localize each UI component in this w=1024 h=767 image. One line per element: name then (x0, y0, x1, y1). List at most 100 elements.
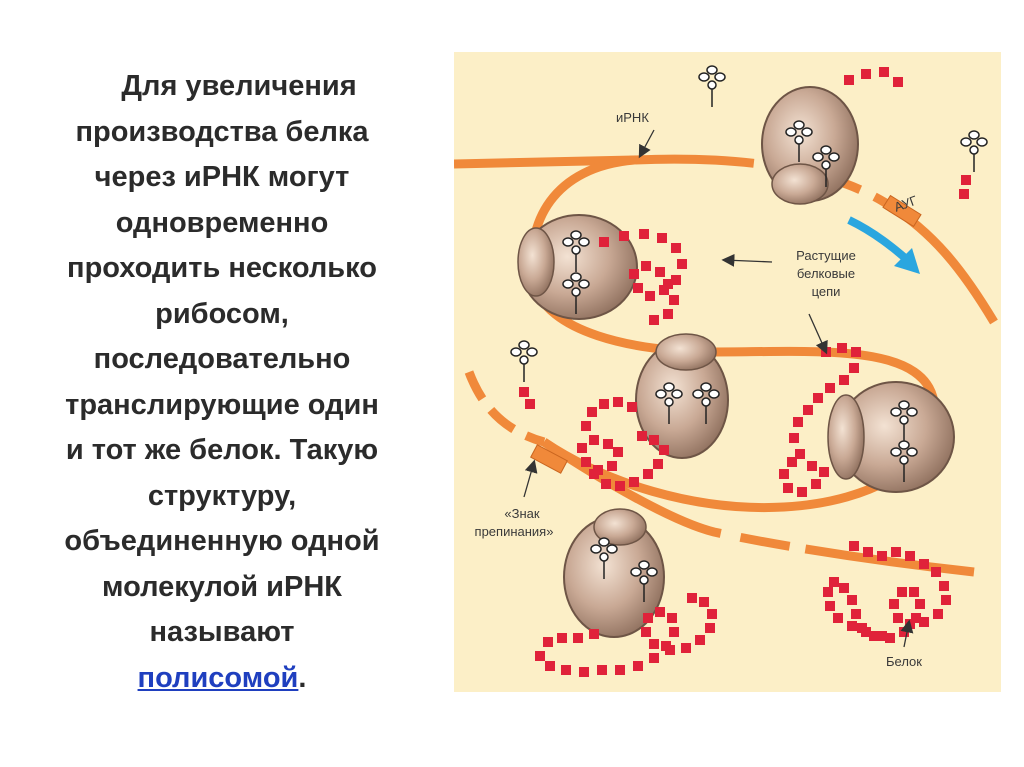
amino-acid-bead (915, 599, 925, 609)
amino-acid-bead (601, 479, 611, 489)
amino-acid-bead (657, 233, 667, 243)
ribosome (827, 381, 955, 493)
trna-icon (510, 340, 538, 382)
amino-acid-bead (893, 613, 903, 623)
amino-acid-bead (811, 479, 821, 489)
text-period: . (298, 661, 307, 694)
amino-acid-bead (793, 417, 803, 427)
growing-chains-label-2: белковые (797, 266, 855, 281)
amino-acid-bead (659, 285, 669, 295)
text-line: называют (149, 616, 295, 648)
amino-acid-bead (844, 75, 854, 85)
text-line: и тот же белок. Такую (65, 434, 379, 466)
amino-acid-bead (861, 627, 871, 637)
amino-acid-bead (671, 275, 681, 285)
protein-label: Белок (886, 654, 922, 669)
amino-acid-bead (589, 435, 599, 445)
amino-acid-bead (665, 645, 675, 655)
amino-acid-bead (789, 433, 799, 443)
trna-icon (698, 65, 726, 107)
amino-acid-bead (543, 637, 553, 647)
amino-acid-bead (545, 661, 555, 671)
amino-acid-bead (847, 595, 857, 605)
amino-acid-bead (861, 69, 871, 79)
amino-acid-bead (619, 231, 629, 241)
growing-chains-label-3: цепи (812, 284, 841, 299)
amino-acid-bead (629, 477, 639, 487)
amino-acid-bead (663, 279, 673, 289)
amino-acid-bead (695, 635, 705, 645)
amino-acid-bead (889, 599, 899, 609)
trna-icon (960, 130, 988, 172)
text-line: Для увеличения (121, 70, 357, 102)
polysome-illustration: иРНК АУГ Растущие белковые цепи «Знак пр… (454, 65, 998, 677)
amino-acid-bead (891, 547, 901, 557)
amino-acid-bead (819, 467, 829, 477)
amino-acid-bead (519, 387, 529, 397)
stop-codon-marker (530, 444, 568, 474)
amino-acid-bead (849, 541, 859, 551)
amino-acid-bead (645, 291, 655, 301)
trna-icon (812, 145, 840, 187)
amino-acid-bead (649, 639, 659, 649)
amino-acid-bead (667, 613, 677, 623)
amino-acid-bead (705, 623, 715, 633)
amino-acid-bead (597, 665, 607, 675)
amino-acid-bead (637, 431, 647, 441)
amino-acid-bead (939, 581, 949, 591)
amino-acid-bead (649, 653, 659, 663)
ribosome (761, 86, 859, 205)
direction-arrow (847, 216, 915, 267)
amino-acid-bead (851, 609, 861, 619)
ribosome (563, 508, 665, 638)
direction-arrow-head (894, 248, 920, 274)
amino-acid-bead (863, 547, 873, 557)
amino-acid-bead (589, 629, 599, 639)
amino-acid-bead (803, 405, 813, 415)
text-line: рибосом, (155, 297, 289, 330)
mrna-strand (464, 370, 546, 447)
start-codon-marker (882, 194, 922, 228)
trna-group (510, 65, 988, 602)
amino-acid-bead (833, 613, 843, 623)
amino-acid-bead (587, 407, 597, 417)
amino-acid-bead (655, 267, 665, 277)
amino-acid-bead (931, 567, 941, 577)
amino-acid-bead (641, 627, 651, 637)
description-text: Для увеличения производства белка через … (22, 64, 422, 701)
text-line: через иРНК могут (94, 161, 350, 193)
amino-acid-bead (653, 459, 663, 469)
amino-acid-bead (643, 613, 653, 623)
amino-acid-bead (639, 229, 649, 239)
amino-acid-bead (813, 393, 823, 403)
amino-acid-bead (795, 449, 805, 459)
amino-acid-bead (633, 283, 643, 293)
amino-acid-bead (919, 559, 929, 569)
amino-acid-bead (919, 617, 929, 627)
amino-acid-bead (877, 551, 887, 561)
amino-acid-bead (687, 593, 697, 603)
amino-acid-bead (613, 397, 623, 407)
amino-acid-bead (561, 665, 571, 675)
amino-acid-bead (779, 469, 789, 479)
amino-acid-bead (823, 587, 833, 597)
amino-acid-bead (783, 483, 793, 493)
polysome-link[interactable]: полисомой (137, 661, 299, 694)
amino-acid-bead (933, 609, 943, 619)
amino-acid-bead (959, 189, 969, 199)
amino-acid-bead (603, 439, 613, 449)
trna-icon (562, 230, 590, 272)
polysome-diagram: иРНК АУГ Растущие белковые цепи «Знак пр… (454, 52, 1001, 692)
text-line: транслирующие один (65, 388, 379, 421)
trna-icon (785, 120, 813, 162)
amino-acid-bead (535, 651, 545, 661)
mrna-strand (454, 154, 998, 325)
text-line: производства белка (75, 115, 369, 148)
amino-acid-bead (659, 445, 669, 455)
amino-acid-bead (643, 469, 653, 479)
amino-acid-bead (837, 343, 847, 353)
trna-icon (562, 272, 590, 314)
amino-acid-bead (663, 309, 673, 319)
amino-acid-bead (589, 469, 599, 479)
amino-acid-bead (879, 67, 889, 77)
